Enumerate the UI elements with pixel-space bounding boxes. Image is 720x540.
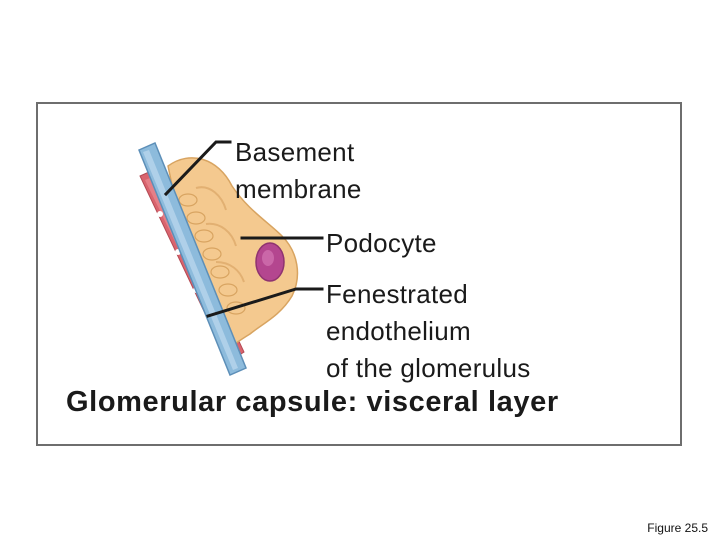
basement-membrane-label: Basement membrane — [235, 137, 362, 204]
podocyte-cell — [167, 157, 299, 352]
fenestrated-endothelium-label: Fenestrated endothelium of the glomerulu… — [326, 279, 531, 383]
endothelium-leader-line — [206, 287, 324, 318]
basement-membrane-leader-line — [163, 140, 232, 197]
figure-number: Figure 25.5 — [647, 521, 708, 535]
diagram-caption: Glomerular capsule: visceral layer — [66, 386, 559, 418]
podocyte-label: Podocyte — [326, 228, 437, 258]
